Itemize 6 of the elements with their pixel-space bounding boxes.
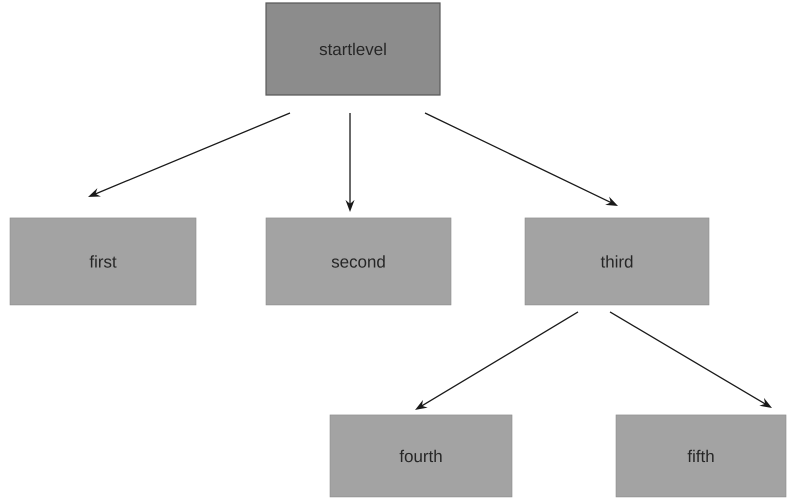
- node-box: fifth: [616, 414, 786, 498]
- node-box: third: [524, 218, 710, 306]
- node-box: fourth: [330, 414, 512, 498]
- node-box: second: [266, 218, 452, 306]
- node-box: first: [10, 218, 196, 306]
- node-box: startlevel: [265, 2, 441, 96]
